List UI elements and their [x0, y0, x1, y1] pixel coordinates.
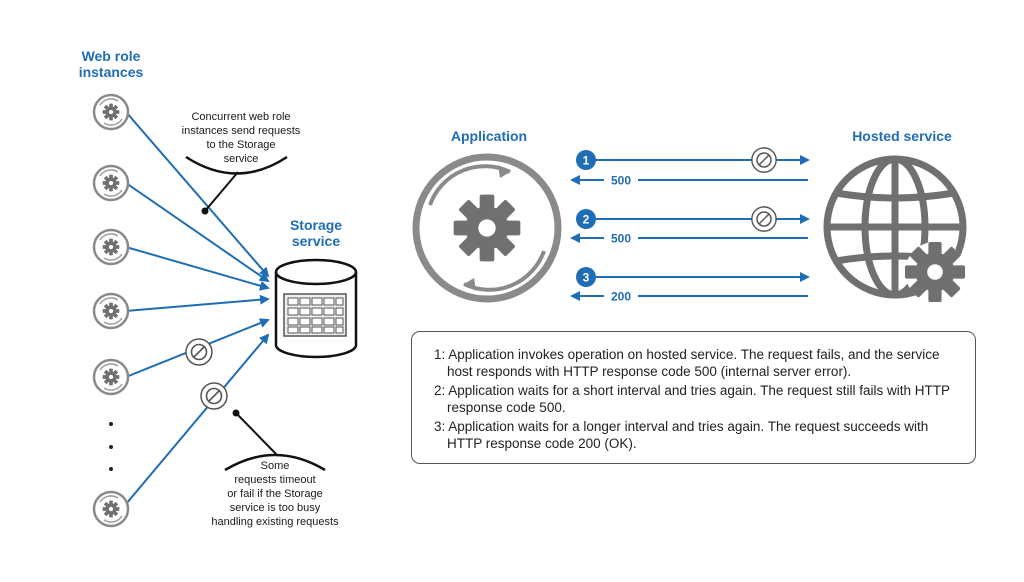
web-role-instance-2 [94, 166, 128, 200]
web-role-instance-1 [94, 95, 128, 129]
hosted-service-title: Hosted service [852, 128, 952, 144]
request-arrows [125, 111, 270, 505]
web-role-title: Web role [82, 48, 141, 64]
request-arrow-1 [125, 111, 270, 278]
step-badge-3: 3 [576, 267, 596, 287]
application-icon [412, 153, 562, 303]
legend-step-1: 1: Application invokes operation on host… [434, 347, 940, 379]
svg-text:or fail if the Storage: or fail if the Storage [227, 488, 322, 500]
storage-service-title: Storage [290, 217, 342, 233]
response-code-2: 500 [611, 232, 631, 246]
web-role-title-2: instances [79, 64, 144, 80]
application-title: Application [451, 128, 527, 144]
globe-icon [823, 155, 967, 299]
ellipsis-dots [109, 422, 113, 471]
legend-step-3: 3: Application waits for a longer interv… [434, 419, 929, 451]
svg-text:to the Storage: to the Storage [206, 139, 275, 151]
response-code-3: 200 [611, 290, 631, 304]
blocked-icon-step-2 [751, 206, 777, 232]
svg-text:Some: Some [261, 460, 290, 472]
response-code-1: 500 [611, 174, 631, 188]
svg-text:Concurrent web role: Concurrent web role [191, 111, 290, 123]
web-role-instance-6 [94, 492, 128, 526]
svg-text:1: 1 [583, 154, 590, 168]
callout-bottom: Some requests timeout or fail if the Sto… [211, 409, 339, 528]
callout-top: Concurrent web role instances send reque… [182, 111, 301, 215]
svg-text:3: 3 [583, 271, 590, 285]
web-role-instance-5 [94, 360, 128, 394]
step-badge-2: 2 [576, 209, 596, 229]
svg-text:service is too busy: service is too busy [230, 502, 321, 514]
legend-step-2: 2: Application waits for a short interva… [434, 383, 950, 415]
web-role-instance-4 [94, 294, 128, 328]
database-icon [274, 258, 358, 359]
gear-icon-hosted [905, 242, 965, 302]
legend-box: 1: Application invokes operation on host… [411, 331, 976, 464]
request-arrow-3 [125, 246, 270, 291]
step-badge-1: 1 [576, 150, 596, 170]
request-arrow-2 [125, 182, 270, 283]
request-arrow-4 [125, 294, 270, 312]
message-arrows [570, 155, 810, 301]
svg-text:requests timeout: requests timeout [234, 474, 315, 486]
svg-text:instances send requests: instances send requests [182, 125, 301, 137]
svg-text:handling existing requests: handling existing requests [211, 516, 339, 528]
gear-icon [453, 194, 521, 262]
storage-service-title-2: service [292, 233, 340, 249]
svg-text:service: service [224, 153, 259, 165]
svg-text:2: 2 [583, 213, 590, 227]
request-arrow-6 [125, 333, 270, 505]
blocked-icon [185, 338, 213, 366]
web-role-instance-3 [94, 230, 128, 264]
blocked-icon-step-1 [751, 147, 777, 173]
blocked-icon-2 [200, 382, 228, 410]
